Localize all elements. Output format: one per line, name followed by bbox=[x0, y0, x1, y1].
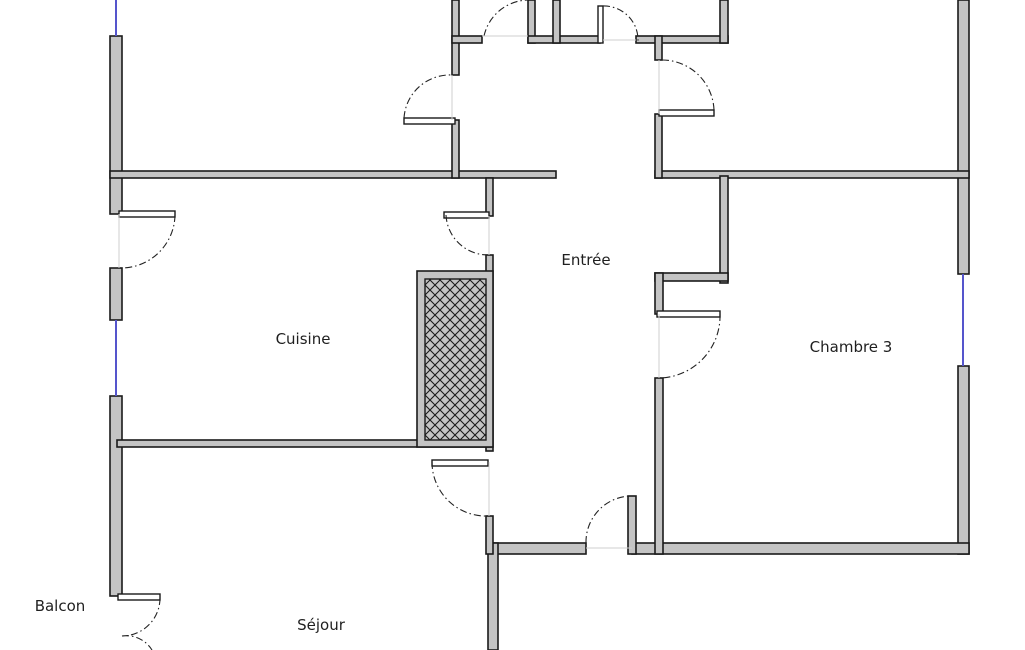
wall bbox=[957, 0, 970, 275]
door-swing bbox=[431, 461, 489, 517]
wall bbox=[719, 175, 729, 284]
wall bbox=[654, 377, 664, 555]
wall bbox=[451, 119, 460, 179]
windows bbox=[115, 0, 964, 396]
wall bbox=[485, 177, 494, 217]
door-leaf bbox=[443, 211, 490, 219]
wall bbox=[487, 542, 499, 650]
wall bbox=[654, 35, 663, 61]
wall bbox=[451, 35, 483, 44]
walls bbox=[109, 0, 970, 650]
door-leaf bbox=[118, 210, 176, 218]
wall bbox=[485, 515, 494, 555]
room-label-balcon: Balcon bbox=[35, 597, 86, 615]
door-leaf bbox=[656, 310, 721, 318]
door-swing bbox=[483, 0, 529, 37]
wall bbox=[527, 35, 601, 44]
door-swing bbox=[658, 313, 721, 379]
wall bbox=[654, 272, 664, 315]
room-label-chambre-3: Chambre 3 bbox=[810, 338, 893, 356]
wall bbox=[109, 35, 123, 215]
wall bbox=[631, 542, 970, 555]
door-jambs bbox=[118, 35, 660, 549]
hatched-duct bbox=[416, 270, 494, 448]
door-leaf bbox=[658, 109, 715, 117]
duct-hatch bbox=[424, 278, 487, 441]
wall bbox=[627, 495, 637, 555]
door-swing bbox=[585, 495, 631, 544]
room-label-cuisine: Cuisine bbox=[276, 330, 331, 348]
door-swing bbox=[602, 5, 639, 42]
wall bbox=[635, 35, 729, 44]
door-leaf bbox=[597, 5, 604, 44]
door-swing bbox=[445, 214, 489, 256]
door-leaf bbox=[431, 459, 489, 467]
door-leaf bbox=[403, 117, 456, 125]
wall bbox=[654, 113, 663, 179]
wall bbox=[487, 542, 587, 555]
wall bbox=[109, 395, 123, 597]
door-swing bbox=[121, 214, 176, 269]
doors bbox=[117, 0, 721, 650]
room-label-sejour: Séjour bbox=[297, 616, 346, 634]
wall bbox=[957, 365, 970, 555]
room-labels: Entrée Cuisine Chambre 3 Séjour Balcon bbox=[35, 251, 893, 634]
wall bbox=[654, 272, 729, 282]
wall bbox=[654, 170, 970, 179]
door-swing bbox=[121, 597, 161, 637]
wall bbox=[109, 170, 557, 179]
room-label-entree: Entrée bbox=[561, 251, 610, 269]
door-leaf bbox=[117, 593, 161, 601]
door-swing bbox=[121, 635, 153, 650]
door-swing bbox=[661, 59, 715, 111]
wall bbox=[109, 267, 123, 321]
door-swing bbox=[403, 74, 453, 119]
wall bbox=[552, 0, 561, 44]
wall bbox=[719, 0, 729, 44]
